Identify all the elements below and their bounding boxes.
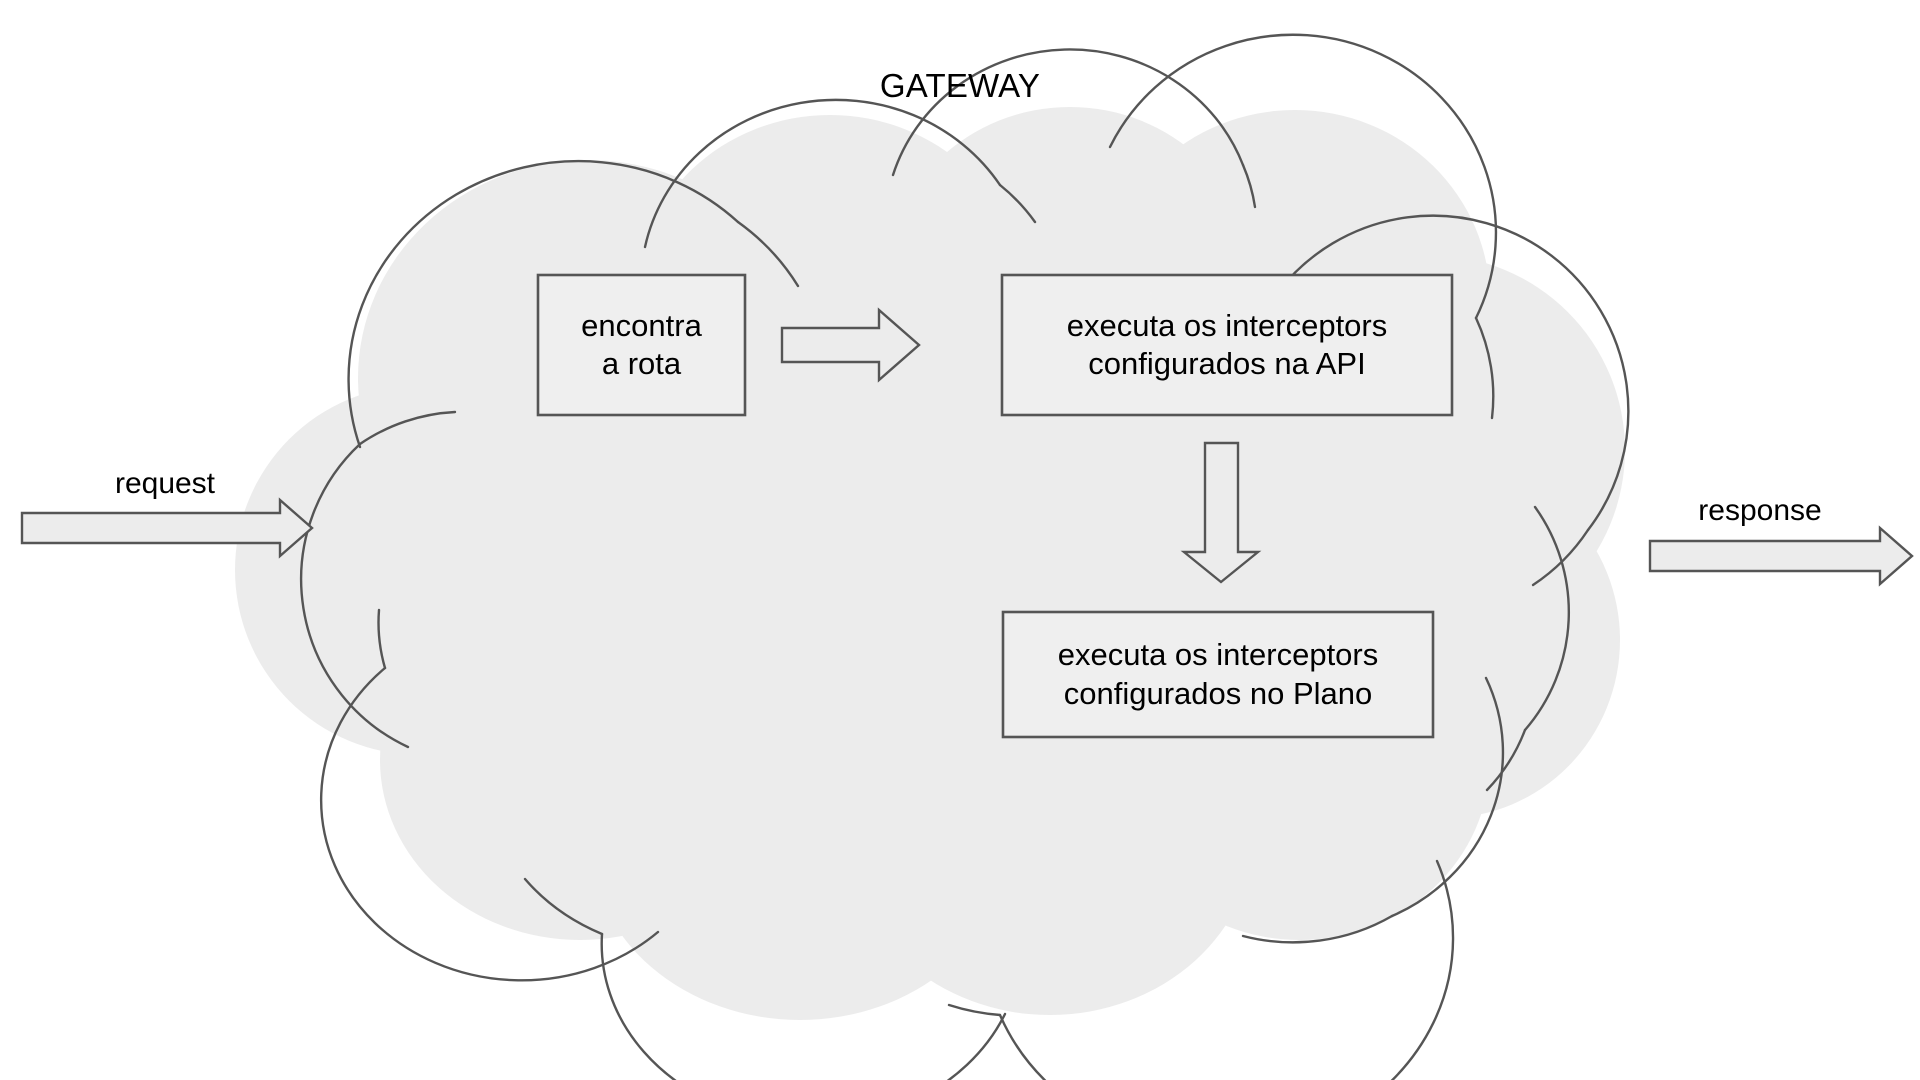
cloud-arc-8 — [998, 859, 1455, 1080]
request-arrow — [20, 497, 314, 559]
cloud-seam-10 — [377, 608, 387, 670]
cloud-seam-11 — [358, 410, 457, 446]
cloud-seam-9 — [523, 877, 604, 936]
cloud-arc-1 — [347, 159, 740, 449]
cloud-seam-5 — [1531, 528, 1590, 587]
box-interceptors-api — [1000, 273, 1454, 417]
api-to-plan-arrow-shape — [1180, 441, 1262, 584]
response-arrow — [1648, 525, 1914, 587]
cloud-seam-7 — [1241, 914, 1394, 944]
box-encontra-a-rota — [536, 273, 747, 417]
response-arrow-shape — [1648, 525, 1914, 587]
cloud-seam-4 — [1474, 316, 1495, 420]
cloud-seam-1 — [736, 220, 800, 288]
cloud-arc-10 — [319, 666, 660, 982]
route-to-api-arrow-shape — [780, 307, 921, 383]
cloud-seam-2 — [998, 183, 1037, 224]
cloud-seam-6 — [1485, 728, 1527, 792]
box-interceptors-plano — [1001, 610, 1435, 739]
cloud-arc-9 — [600, 932, 1007, 1080]
route-to-api-arrow — [780, 307, 921, 383]
request-arrow-shape — [20, 497, 314, 559]
cloud-arc-5 — [1276, 214, 1630, 532]
cloud-arc-11 — [300, 442, 410, 749]
cloud-arc-7 — [1390, 676, 1505, 918]
request-arrow-label: request — [114, 467, 216, 500]
cloud-seam-3 — [1241, 163, 1257, 209]
cloud-arc-2 — [643, 98, 1002, 249]
page-title: GATEWAY — [879, 67, 1041, 104]
cloud-seam-8 — [947, 1003, 1002, 1017]
cloud-arc-3 — [891, 48, 1245, 177]
cloud-arc-6 — [1523, 505, 1570, 732]
response-arrow-label: response — [1698, 494, 1822, 527]
gateway-cloud — [235, 33, 1630, 1080]
api-to-plan-arrow — [1180, 441, 1262, 584]
